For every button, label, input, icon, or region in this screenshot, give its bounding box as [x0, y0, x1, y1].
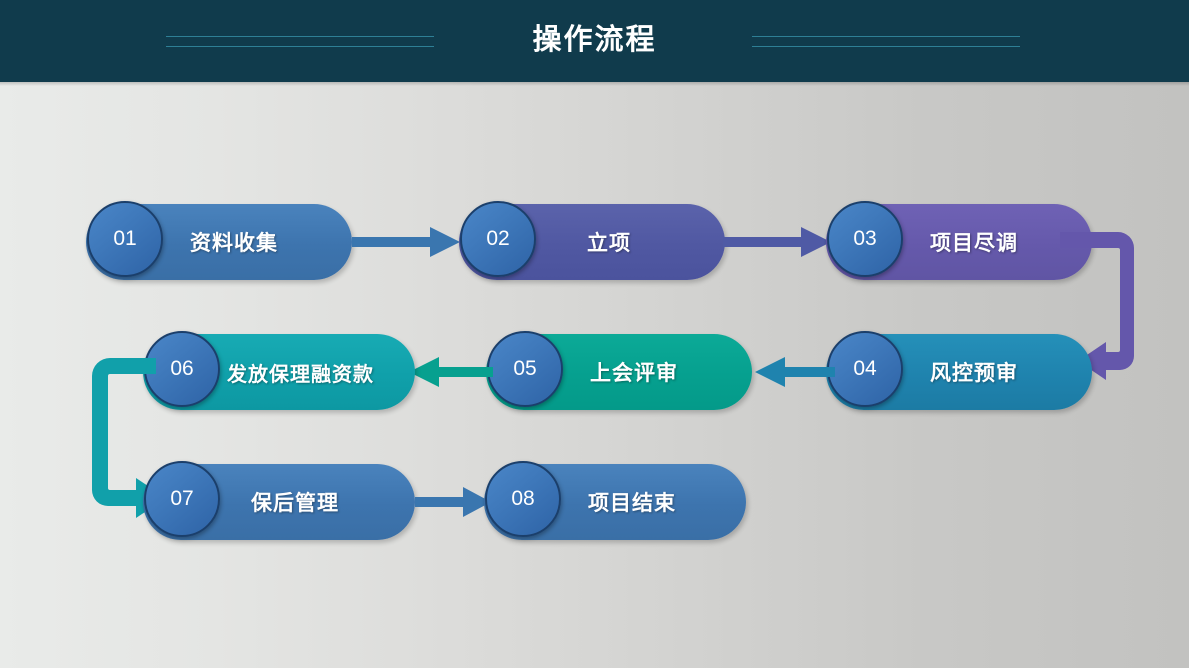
flow-step-04-label: 风控预审	[930, 362, 1018, 385]
flow-step-07-badge: 07	[144, 461, 220, 537]
flow-step-05[interactable]: 05 上会评审	[486, 331, 752, 410]
flow-step-03-label: 项目尽调	[930, 232, 1018, 255]
connector-03-to-04	[1060, 228, 1146, 388]
header-decor-line-right-top	[752, 36, 1020, 37]
header-decor-line-left-bottom	[166, 46, 434, 47]
flow-step-07[interactable]: 07 保后管理	[143, 461, 415, 540]
flow-step-08[interactable]: 08 项目结束	[484, 461, 746, 540]
connector-02-to-03	[723, 227, 833, 257]
flow-step-01-number: 01	[113, 227, 137, 250]
flow-step-01-badge: 01	[87, 201, 163, 277]
flow-step-05-label: 上会评审	[590, 362, 678, 385]
connector-07-to-08	[415, 487, 493, 517]
flow-step-06-label: 发放保理融资款	[227, 363, 374, 386]
flow-step-08-badge: 08	[485, 461, 561, 537]
flow-step-05-number: 05	[513, 357, 537, 380]
connector-04-to-05	[755, 357, 835, 387]
flow-step-03-badge: 03	[827, 201, 903, 277]
flow-step-06[interactable]: 06 发放保理融资款	[143, 331, 415, 410]
flow-step-06-badge: 06	[144, 331, 220, 407]
flow-step-01-label: 资料收集	[190, 232, 278, 255]
flow-step-03-number: 03	[853, 227, 877, 250]
header-decor-line-right-bottom	[752, 46, 1020, 47]
header-decor-line-left-top	[166, 36, 434, 37]
connector-01-to-02	[352, 227, 462, 257]
flow-step-06-number: 06	[170, 357, 194, 380]
connector-05-to-06	[409, 357, 493, 387]
flow-step-08-label: 项目结束	[588, 492, 676, 515]
flow-step-03[interactable]: 03 项目尽调	[826, 201, 1092, 280]
flow-step-02-label: 立项	[587, 232, 631, 255]
flow-step-01[interactable]: 01 资料收集	[86, 201, 352, 280]
flow-step-07-label: 保后管理	[251, 492, 339, 515]
flow-step-02[interactable]: 02 立项	[459, 201, 725, 280]
flow-step-04-badge: 04	[827, 331, 903, 407]
flow-step-08-number: 08	[511, 487, 535, 510]
flow-step-07-number: 07	[170, 487, 194, 510]
header-shadow	[0, 82, 1189, 86]
slide-header-bar: 操作流程	[0, 0, 1189, 82]
flow-step-04[interactable]: 04 风控预审	[826, 331, 1092, 410]
flow-step-02-number: 02	[486, 227, 510, 250]
flow-step-02-badge: 02	[460, 201, 536, 277]
page-title: 操作流程	[532, 24, 657, 56]
flow-step-05-badge: 05	[487, 331, 563, 407]
flow-step-04-number: 04	[853, 357, 877, 380]
